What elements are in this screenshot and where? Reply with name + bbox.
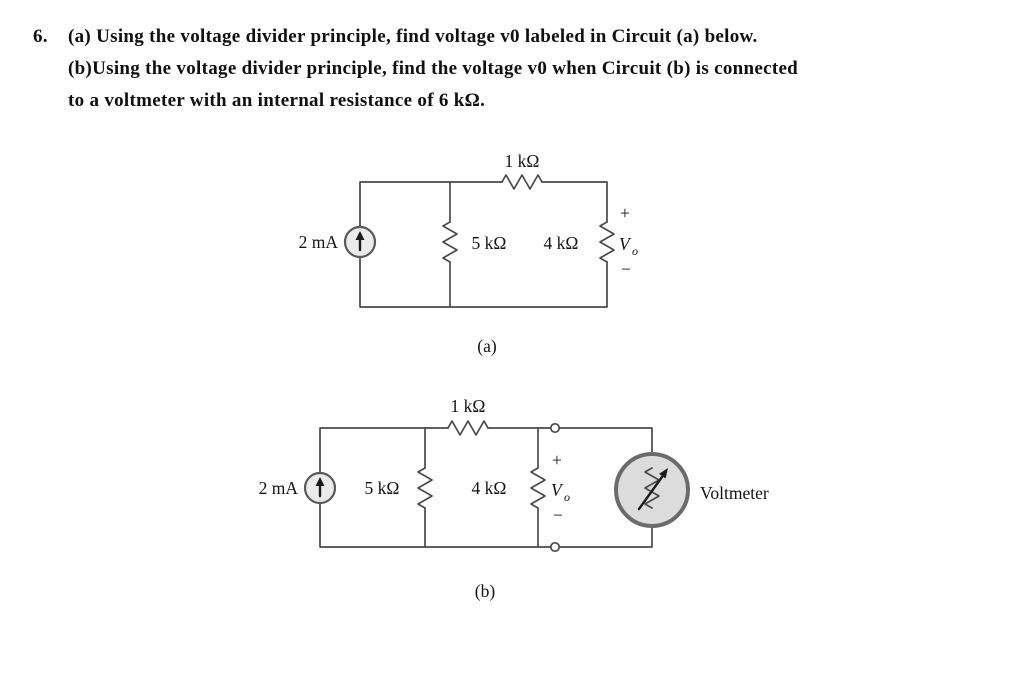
voltmeter-internal-resistor — [644, 467, 660, 509]
vo-subscript-b: o — [564, 490, 570, 504]
problem-statement: 6. (a) Using the voltage divider princip… — [33, 21, 993, 117]
problem-line-1: 6. (a) Using the voltage divider princip… — [33, 21, 993, 53]
vo-symbol-b: V — [551, 480, 564, 500]
vo-plus-a: + — [620, 203, 630, 223]
circuit-a-caption: (a) — [477, 336, 497, 356]
resistor-1k-label-b: 1 kΩ — [451, 396, 486, 416]
voltmeter-needle-line — [637, 475, 664, 511]
current-source-b — [303, 471, 337, 505]
circuit-b-bottom-right-wire — [559, 527, 653, 548]
current-source-arrow-head-a — [355, 231, 365, 240]
circuit-b: 1 kΩ 2 mA 5 kΩ 4 kΩ + V o − Voltmeter (b… — [259, 396, 769, 601]
voltmeter-label: Voltmeter — [700, 483, 769, 503]
resistor-4k-a — [599, 221, 615, 263]
vo-minus-a: − — [621, 259, 631, 279]
circuit-b-top-right-wire — [559, 427, 653, 453]
resistor-5k-a — [442, 221, 458, 263]
resistor-5k-b — [417, 467, 433, 509]
resistor-4k-label-b: 4 kΩ — [472, 478, 507, 498]
resistor-1k-top-a — [501, 174, 543, 190]
terminal-bottom — [549, 541, 561, 553]
problem-line-1-text: (a) Using the voltage divider principle,… — [68, 26, 758, 47]
circuit-a-left-top-wire — [359, 181, 503, 228]
voltmeter-symbol — [614, 452, 690, 528]
resistor-4k-b — [530, 467, 546, 509]
circuit-b-left-top-wire — [319, 427, 449, 474]
circuit-b-bottom-left-wire — [319, 502, 551, 548]
vo-plus-b: + — [552, 450, 562, 470]
voltmeter-needle-head — [659, 468, 668, 479]
terminal-top — [549, 422, 561, 434]
resistor-5k-label-a: 5 kΩ — [472, 233, 507, 253]
circuit-a-right-bottom-wire — [359, 256, 608, 308]
current-source-a — [343, 225, 377, 259]
problem-line-2: (b)Using the voltage divider principle, … — [68, 58, 799, 79]
vo-subscript-a: o — [632, 244, 638, 258]
circuit-a-top-right-wire — [541, 181, 608, 223]
current-source-label-a: 2 mA — [299, 232, 339, 252]
current-source-label-b: 2 mA — [259, 478, 299, 498]
resistor-5k-label-b: 5 kΩ — [365, 478, 400, 498]
problem-number: 6. — [33, 26, 48, 47]
vo-symbol-a: V — [619, 234, 632, 254]
circuit-a: 1 kΩ 2 mA 5 kΩ 4 kΩ + V o − (a) — [299, 151, 638, 356]
circuit-b-caption: (b) — [475, 581, 496, 601]
vo-minus-b: − — [553, 505, 563, 525]
resistor-1k-label-a: 1 kΩ — [505, 151, 540, 171]
resistor-4k-label-a: 4 kΩ — [544, 233, 579, 253]
current-source-arrow-head-b — [315, 477, 325, 486]
resistor-1k-top-b — [447, 420, 489, 436]
problem-line-3: to a voltmeter with an internal resistan… — [68, 90, 486, 111]
